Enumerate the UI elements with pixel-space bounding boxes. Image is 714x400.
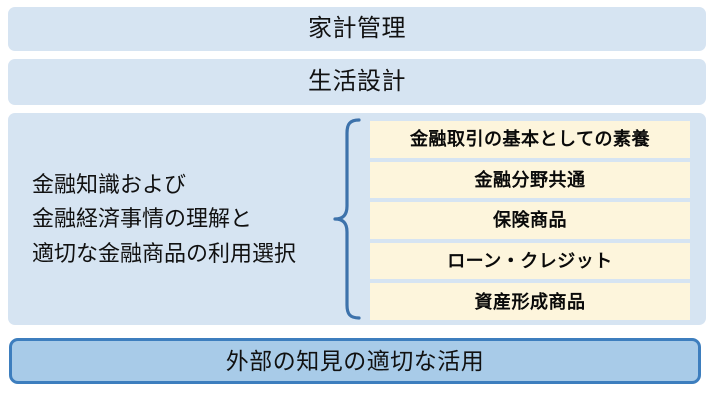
panel-heading-line-1: 金融知識および	[32, 172, 187, 198]
panel-heading-line-3: 適切な金融商品の利用選択	[32, 240, 297, 266]
banner-label: 家計管理	[308, 16, 406, 42]
banner-label: 生活設計	[308, 69, 406, 95]
category-label: 金融分野共通	[474, 169, 586, 190]
panel-heading-line-2: 金融経済事情の理解と	[32, 206, 253, 232]
banner-label: 外部の知見の適切な活用	[225, 348, 485, 374]
category-label: 保険商品	[493, 210, 567, 231]
list-item: 金融取引の基本としての素養	[370, 121, 690, 158]
list-item: 金融分野共通	[370, 161, 690, 199]
category-label: ローン・クレジット	[447, 251, 613, 272]
list-item: 資産形成商品	[370, 283, 690, 320]
banner-life-planning: 生活設計	[8, 59, 706, 105]
banner-household-management: 家計管理	[8, 7, 706, 51]
panel-heading-block: 金融知識および 金融経済事情の理解と 適切な金融商品の利用選択	[32, 113, 332, 325]
category-list: 金融取引の基本としての素養 金融分野共通 保険商品 ローン・クレジット 資産形成…	[370, 121, 690, 320]
category-label: 資産形成商品	[474, 291, 586, 312]
banner-external-expertise: 外部の知見の適切な活用	[9, 338, 701, 384]
list-item: 保険商品	[370, 202, 690, 239]
list-item: ローン・クレジット	[370, 242, 690, 280]
category-label: 金融取引の基本としての素養	[410, 129, 650, 150]
